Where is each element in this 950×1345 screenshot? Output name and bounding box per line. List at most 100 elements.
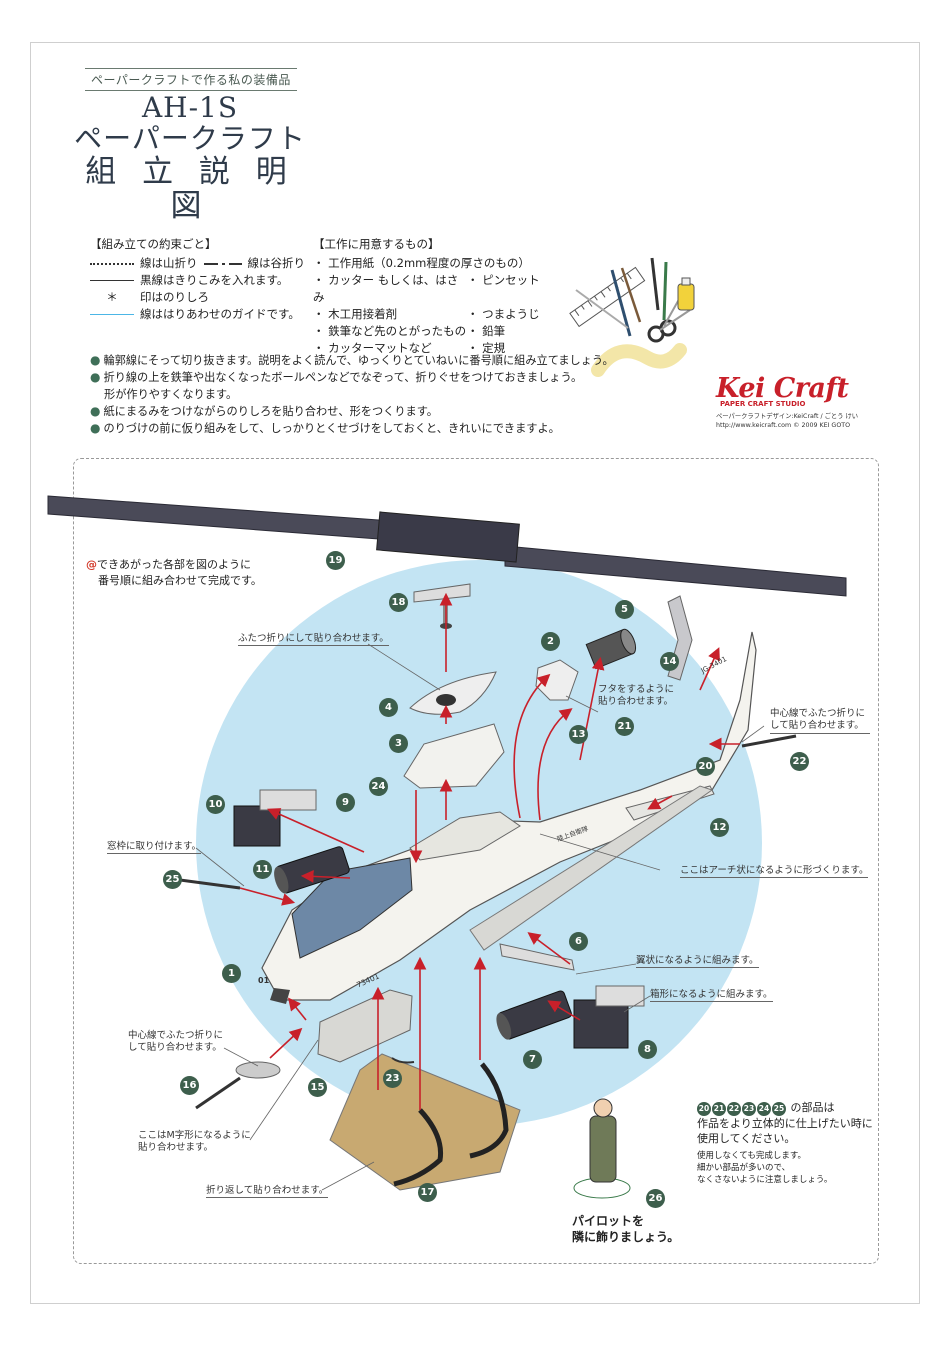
mini-badge: 21 bbox=[712, 1102, 726, 1116]
wiper-part bbox=[179, 878, 241, 890]
mountain-fold-text: 線は山折り bbox=[140, 256, 198, 270]
note-text: 折り線の上を鉄筆や出なくなったボールペンなどでなぞって、折りぐせをつけておきまし… bbox=[103, 371, 583, 384]
part-badge-1: 1 bbox=[222, 964, 241, 983]
pitot-part bbox=[741, 734, 797, 748]
rule-cut: 黒線はきりこみを入れます。 bbox=[90, 272, 305, 289]
note-item: ●折り線の上を鉄筆や出なくなったボールペンなどでなぞって、折りぐせをつけておきま… bbox=[90, 369, 614, 386]
logo-studio: PAPER CRAFT STUDIO bbox=[720, 400, 806, 408]
note-text: 紙にまるみをつけながらのりしろを貼り合わせ、形をつくります。 bbox=[103, 405, 438, 418]
tools-heading: 【工作に用意するもの】 bbox=[313, 237, 440, 251]
pilot-line2: 隣に飾りましょう。 bbox=[572, 1230, 680, 1244]
callout-arch: ここはアーチ状になるように形づくります。 bbox=[680, 862, 869, 878]
tool-item: ・ 木工用接着剤 bbox=[313, 307, 398, 321]
note-item: 形が作りやすくなります。 bbox=[90, 386, 614, 403]
glue-text: 印はのりしろ bbox=[140, 290, 209, 304]
rule-glue: ＊ 印はのりしろ bbox=[90, 289, 305, 306]
tool-item: ・ 定規 bbox=[467, 341, 506, 355]
part-badge-26: 26 bbox=[646, 1189, 665, 1208]
kei-craft-logo: Kei Craft PAPER CRAFT STUDIO ペーパークラフトデザイ… bbox=[716, 373, 866, 430]
guide-line-icon bbox=[90, 314, 134, 315]
mini-badge: 25 bbox=[772, 1102, 786, 1116]
assembly-arrows bbox=[239, 592, 740, 1110]
title-instructions: 組 立 説 明 図 bbox=[85, 153, 295, 225]
rotor-mast-part bbox=[413, 583, 471, 603]
intro-line2: 番号順に組み合わせて完成です。 bbox=[98, 574, 262, 587]
logo-brand: Kei Craft bbox=[716, 373, 849, 404]
cut-line-icon bbox=[90, 280, 134, 281]
valley-fold-line-icon bbox=[203, 262, 242, 265]
tool-item: ・ 鉄筆など先のとがったもの bbox=[313, 324, 467, 338]
part-badge-14: 14 bbox=[660, 652, 679, 671]
part-badge-2: 2 bbox=[541, 632, 560, 651]
part-badge-7: 7 bbox=[523, 1050, 542, 1069]
tool-item: ・ つまようじ bbox=[467, 307, 540, 321]
note-text: 形が作りやすくなります。 bbox=[104, 388, 238, 401]
engine-housing-part bbox=[403, 723, 505, 789]
part-badge-21: 21 bbox=[615, 717, 634, 736]
series-title: ペーパークラフトで作る私の装備品 bbox=[85, 68, 297, 91]
exhaust-cover-part bbox=[535, 659, 579, 701]
title-model: AH-1S bbox=[141, 91, 239, 124]
glue-mark: ＊ bbox=[106, 290, 118, 304]
callout-8: 箱形になるように組みます。 bbox=[650, 986, 773, 1002]
rule-guide: 線ははりあわせのガイドです。 bbox=[90, 306, 305, 323]
main-rotor-blade bbox=[47, 495, 847, 597]
note-text: 輪郭線にそって切り抜きます。説明をよく読んで、ゆっくりとていねいに番号順に組み立… bbox=[103, 354, 614, 367]
part-badge-15: 15 bbox=[308, 1078, 327, 1097]
page-title: AH-1S ペーパークラフト 組 立 説 明 図 bbox=[70, 92, 310, 224]
rule-fold: 線は山折り 線は谷折り bbox=[90, 255, 305, 272]
turret-part bbox=[235, 1061, 281, 1079]
bullet-icon: ● bbox=[90, 421, 101, 435]
logo-credit-designer: ペーパークラフトデザイン:KeiCraft / ごとう けい bbox=[716, 413, 859, 420]
optional-small2: 細かい部品が多いので、 bbox=[697, 1163, 791, 1173]
part-badge-22: 22 bbox=[790, 752, 809, 771]
bullet-icon: ● bbox=[90, 404, 101, 418]
bullet-icon: ● bbox=[90, 370, 101, 384]
part-badge-19: 19 bbox=[326, 551, 345, 570]
callout-6: 翼状になるように組みます。 bbox=[636, 952, 759, 968]
part-badge-13: 13 bbox=[569, 725, 588, 744]
exhaust-part bbox=[585, 628, 637, 670]
rules-section: 【組み立ての約束ごと】 線は山折り 線は谷折り 黒線はきりこみを入れます。 ＊ … bbox=[90, 236, 305, 323]
intro-line1: できあがった各部を図のように bbox=[97, 558, 251, 571]
rules-heading: 【組み立ての約束ごと】 bbox=[90, 237, 217, 251]
part-badge-9: 9 bbox=[336, 793, 355, 812]
engine-cover-part bbox=[409, 671, 497, 715]
part-badge-23: 23 bbox=[383, 1069, 402, 1088]
logo-credit-url: http://www.keicraft.com © 2009 KEI GOTO bbox=[716, 422, 851, 429]
assembly-frame bbox=[73, 458, 879, 1264]
mountain-fold-line-icon bbox=[90, 262, 134, 265]
bullet-icon: ● bbox=[90, 353, 101, 367]
optional-line1: の部品は bbox=[790, 1101, 835, 1114]
part-badge-17: 17 bbox=[418, 1183, 437, 1202]
pilot-line1: パイロットを bbox=[572, 1214, 645, 1228]
tool-item: ・ ピンセット bbox=[467, 273, 540, 287]
tools-illustration bbox=[569, 257, 695, 377]
pilot-figure bbox=[589, 1115, 617, 1183]
callout-16: 中心線でふたつ折りにして貼り合わせます。 bbox=[128, 1030, 224, 1053]
part-badge-4: 4 bbox=[379, 698, 398, 717]
tool-item: ・ 鉛筆 bbox=[467, 324, 506, 338]
optional-small1: 使用しなくても完成します。 bbox=[697, 1151, 806, 1161]
mini-badge: 22 bbox=[727, 1102, 741, 1116]
callout-m-shape: ここはM字形になるように貼り合わせます。 bbox=[138, 1130, 251, 1153]
rocket-pod-left bbox=[233, 789, 317, 847]
guide-text: 線ははりあわせのガイドです。 bbox=[140, 307, 300, 321]
callout-18: ふたつ折りにして貼り合わせます。 bbox=[238, 630, 389, 646]
mini-badge: 23 bbox=[742, 1102, 756, 1116]
gun-pod-left bbox=[274, 846, 350, 894]
tool-item: ・ 工作用紙（0.2mm程度の厚さのもの） bbox=[313, 256, 530, 270]
mini-badge: 24 bbox=[757, 1102, 771, 1116]
part-badge-20: 20 bbox=[696, 757, 715, 776]
tools-section: 【工作に用意するもの】 ・ 工作用紙（0.2mm程度の厚さのもの） ・ カッター… bbox=[313, 236, 577, 357]
part-badge-16: 16 bbox=[180, 1076, 199, 1095]
tool-item: ・ カッターマットなど bbox=[313, 341, 432, 355]
rocket-pod-right bbox=[573, 985, 645, 1049]
page-border bbox=[30, 42, 920, 1304]
part-badge-8: 8 bbox=[638, 1040, 657, 1059]
title-papercraft: ペーパークラフト bbox=[74, 122, 306, 156]
fuselage bbox=[261, 631, 757, 1001]
part-badge-24: 24 bbox=[369, 777, 388, 796]
